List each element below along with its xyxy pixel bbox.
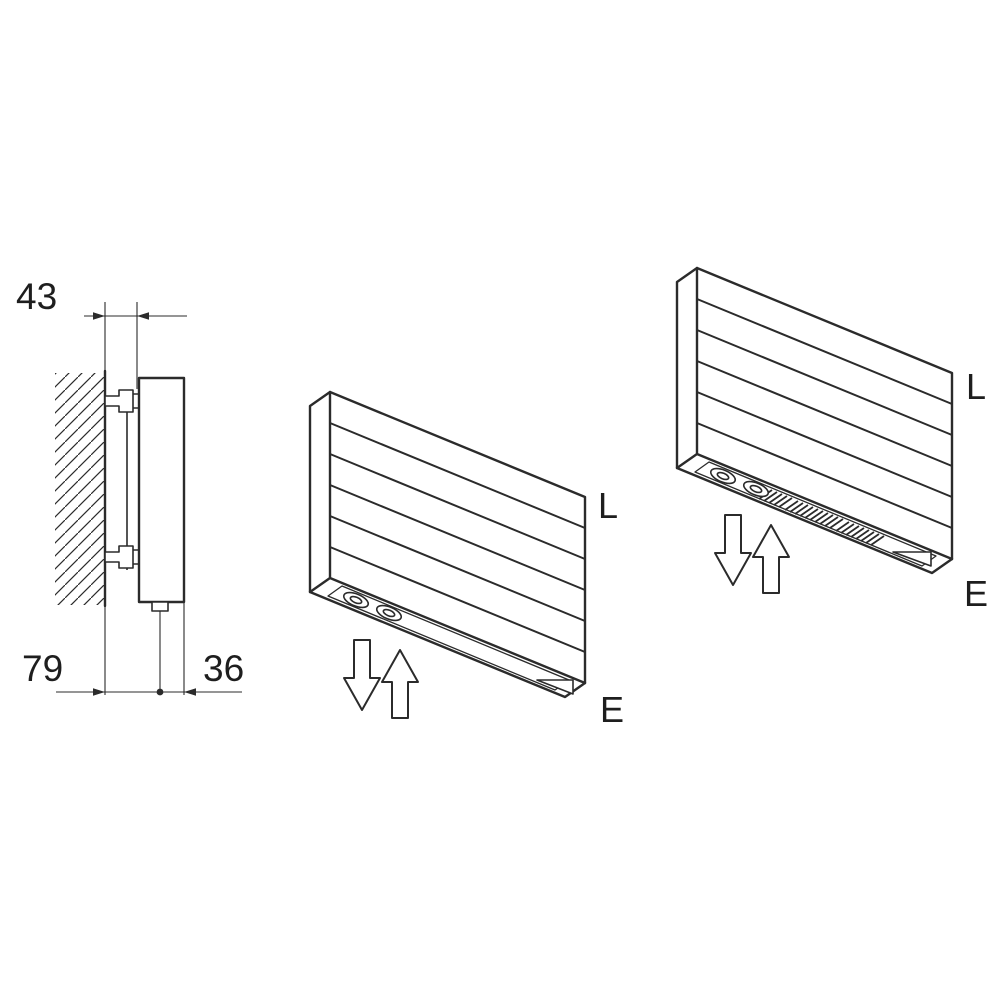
bottom-channel-outline [694,461,937,567]
connection-port-icon [375,604,403,622]
connection-port-icon [342,591,370,609]
radiator-inner-edges [675,266,954,561]
outlet-label: L [598,485,618,526]
radiator-side-profile [104,376,186,612]
dimension-79-label: 79 [22,648,63,689]
dimension-bottom: 79 36 [22,603,244,696]
arrowhead-left-icon [137,312,149,320]
airflow-up-arrow-icon [381,649,419,719]
outlet-label: L [966,366,986,407]
wall-section [55,369,107,608]
connection-port-icon [742,480,770,498]
radiator-inner-edges [308,390,587,685]
pipe-axis-dot [156,688,164,696]
inlet-label: E [964,573,988,614]
channel-end-wedge [892,551,932,567]
radiator-silhouette [308,390,587,699]
arrowhead-left-icon [184,688,196,696]
bracket-top-clip [104,389,134,413]
dimension-top: 43 [16,276,187,389]
channel-end-wedge [536,679,574,695]
dimension-43-label: 43 [16,276,57,317]
airflow-up-arrow-icon [752,524,790,594]
inlet-label: E [600,689,624,730]
dimension-extension-lines-top [104,302,138,389]
arrowhead-right-icon [93,688,105,696]
dimension-36-label: 36 [203,648,244,689]
radiator-open-isometric: L E [308,390,624,730]
airflow-down-arrow-icon [343,639,381,711]
side-view: 43 79 36 [16,276,244,696]
radiator-slat-lines [696,298,953,529]
radiator-slat-lines [329,422,586,653]
radiator-body-profile [137,376,186,604]
bottom-channel-outline [327,585,570,691]
pipe-connection-stub [151,601,169,612]
dimension-extension-lines-bottom [104,603,185,695]
connection-port-icon [709,467,737,485]
airflow-down-arrow-icon [714,514,752,586]
wall-hatch [55,373,105,605]
arrowhead-right-icon [93,312,105,320]
radiator-silhouette [675,266,954,575]
bracket-bottom-clip [104,545,134,569]
radiator-grille-isometric: L E [675,266,988,614]
